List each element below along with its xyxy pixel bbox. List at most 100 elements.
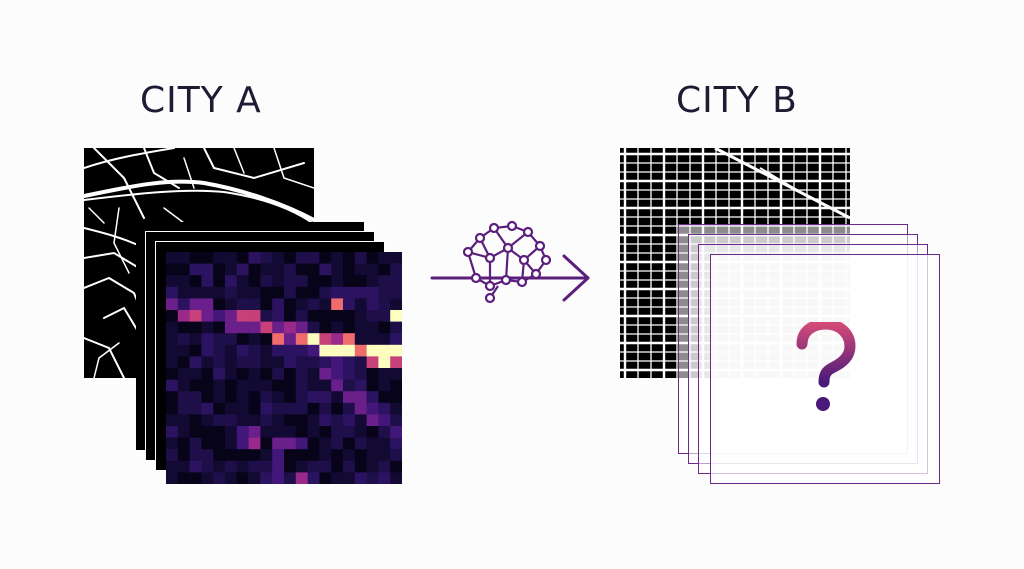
heatmap-cell <box>284 321 297 334</box>
heatmap-cell <box>272 368 285 380</box>
heatmap-cell <box>366 252 379 264</box>
heatmap-cell <box>201 379 214 392</box>
heatmap-cell <box>225 263 238 276</box>
heatmap-cell <box>272 402 285 415</box>
heatmap-cell <box>177 275 190 288</box>
heatmap-cell <box>295 391 308 404</box>
heatmap-cell <box>307 460 320 473</box>
heatmap-cell <box>272 356 285 369</box>
heatmap-cell <box>378 356 391 369</box>
heatmap-cell <box>272 472 285 484</box>
heatmap-cell <box>331 449 344 462</box>
heatmap-cell <box>331 460 344 473</box>
heatmap-cell <box>390 333 402 346</box>
heatmap-cell <box>189 426 202 438</box>
heatmap-cell <box>319 402 332 415</box>
heatmap-cell <box>390 437 402 450</box>
heatmap-cell <box>272 275 285 288</box>
heatmap-cell <box>284 391 297 404</box>
heatmap-cell <box>390 263 402 276</box>
heatmap-cell <box>201 414 214 427</box>
heatmap-cell <box>166 356 179 369</box>
heatmap-cell <box>236 310 249 322</box>
heatmap-cell <box>354 263 367 276</box>
heatmap-cell <box>390 472 402 484</box>
heatmap-cell <box>166 449 179 462</box>
heatmap-cell <box>354 414 367 427</box>
heatmap-cell <box>378 286 391 299</box>
heatmap-cell <box>248 321 261 334</box>
heatmap-cell <box>354 379 367 392</box>
heatmap-cell <box>307 402 320 415</box>
heatmap-cell <box>307 379 320 392</box>
heatmap-cell <box>331 298 344 311</box>
heatmap-cell <box>201 263 214 276</box>
heatmap-cell <box>366 333 379 346</box>
heatmap-cell <box>272 414 285 427</box>
heatmap-cell <box>248 402 261 415</box>
heatmap-cell <box>319 298 332 311</box>
heatmap-cell <box>354 252 367 264</box>
heatmap-cell <box>331 263 344 276</box>
heatmap-cell <box>201 437 214 450</box>
heatmap-cell <box>225 252 238 264</box>
heatmap-cell <box>225 298 238 311</box>
heatmap-cell <box>260 263 273 276</box>
heatmap-cell <box>343 275 356 288</box>
heatmap-cell <box>366 356 379 369</box>
heatmap-cell <box>260 449 273 462</box>
heatmap-cell <box>307 286 320 299</box>
heatmap-cell <box>213 437 226 450</box>
heatmap-cell <box>284 472 297 484</box>
heatmap-cell <box>272 391 285 404</box>
heatmap-cell <box>390 321 402 334</box>
heatmap-cell <box>260 310 273 322</box>
heatmap-cell <box>366 344 379 357</box>
heatmap-cell <box>390 356 402 369</box>
heatmap-cell <box>284 379 297 392</box>
heatmap-cell <box>284 402 297 415</box>
heatmap-cell <box>343 344 356 357</box>
heatmap-cell <box>343 437 356 450</box>
road-segment <box>759 167 811 199</box>
heatmap-cell <box>295 437 308 450</box>
heatmap-cell <box>307 333 320 346</box>
heatmap-cell <box>236 379 249 392</box>
heatmap-cell <box>166 310 179 322</box>
heatmap-cell <box>260 460 273 473</box>
heatmap-cell <box>201 460 214 473</box>
heatmap-cell <box>295 263 308 276</box>
heatmap-cell <box>225 449 238 462</box>
heatmap-cell <box>248 414 261 427</box>
heatmap-cell <box>390 310 402 322</box>
heatmap-cell <box>284 344 297 357</box>
heatmap-cell <box>236 263 249 276</box>
heatmap-cell <box>213 414 226 427</box>
heatmap-cell <box>354 368 367 380</box>
heatmap-cell <box>236 449 249 462</box>
heatmap-cell <box>272 252 285 264</box>
heatmap-cell <box>378 275 391 288</box>
heatmap-cell <box>225 286 238 299</box>
heatmap-cell <box>378 414 391 427</box>
heatmap-cell <box>378 368 391 380</box>
heatmap-cell <box>177 286 190 299</box>
heatmap-cell <box>213 356 226 369</box>
heatmap-cell <box>189 379 202 392</box>
heatmap-cell <box>213 310 226 322</box>
heatmap-cell <box>307 437 320 450</box>
heatmap-cell <box>177 391 190 404</box>
heatmap-cell <box>343 286 356 299</box>
heatmap-cell <box>260 379 273 392</box>
heatmap-cell <box>319 321 332 334</box>
heatmap-cell <box>307 310 320 322</box>
heatmap-cell <box>307 391 320 404</box>
heatmap-cell <box>378 310 391 322</box>
heatmap-cell <box>213 391 226 404</box>
heatmap-cell <box>177 472 190 484</box>
heatmap-cell <box>213 449 226 462</box>
heatmap-cell <box>319 263 332 276</box>
heatmap-cell <box>177 449 190 462</box>
heatmap-cell <box>295 449 308 462</box>
heatmap-cell <box>366 298 379 311</box>
